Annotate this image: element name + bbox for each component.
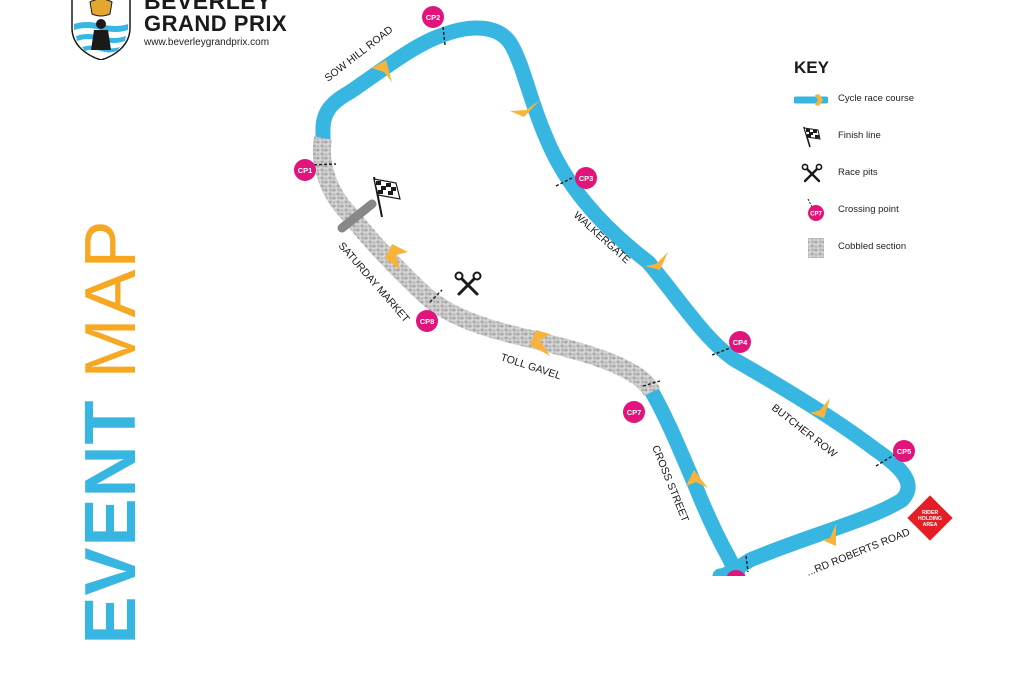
- key-label-crossing: Crossing point: [838, 204, 899, 215]
- checkpoint-cp8-label: CP8: [420, 317, 435, 326]
- checkpoint-partial: [726, 570, 746, 576]
- race-pits-icon: [454, 271, 482, 296]
- checkpoint-cp1[interactable]: CP1: [294, 159, 316, 181]
- rider-area-line1: RIDER: [922, 510, 938, 516]
- arrow-saturday-market: [385, 244, 408, 270]
- key-label-finish: Finish line: [838, 130, 881, 141]
- arrow-walkergate-top: [510, 100, 540, 117]
- checkered-flag-icon: [803, 126, 821, 148]
- finish-flag-icon: [373, 176, 401, 218]
- checkpoints: CP1 CP2 CP3 CP4 CP5 CP7 CP8: [294, 6, 915, 576]
- arrow-sow-hill: [372, 60, 392, 82]
- rider-area-line2: HOLDING: [918, 516, 942, 522]
- key-item-cobbles: Cobbled section: [794, 236, 994, 260]
- course-line-icon: [794, 94, 828, 106]
- checkpoint-cp2-label: CP2: [426, 13, 441, 22]
- finish-line-bar: [337, 199, 377, 233]
- checkpoint-cp3[interactable]: CP3: [575, 167, 597, 189]
- cobbled-section: [312, 136, 661, 397]
- checkpoint-cp3-label: CP3: [579, 174, 594, 183]
- crossing-ticks: [308, 26, 895, 573]
- checkpoint-cp2[interactable]: CP2: [422, 6, 444, 28]
- course-blue-cross-street: [644, 384, 746, 576]
- course-blue-north: [315, 20, 916, 576]
- crossing-point-icon: CP7: [807, 199, 824, 221]
- key-heading: KEY: [794, 58, 829, 77]
- arrow-cross-street: [686, 470, 708, 488]
- cobbles-icon: [808, 238, 824, 258]
- brand-url-link[interactable]: www.beverleygrandprix.com: [144, 37, 270, 48]
- key-crossing-sample: CP7: [810, 212, 822, 218]
- key-label-pits: Race pits: [838, 167, 878, 178]
- direction-arrows: [372, 60, 836, 546]
- course-map[interactable]: SOW HILL ROAD WALKERGATE SATURDAY MARKET…: [0, 0, 1024, 576]
- checkpoint-cp4-label: CP4: [733, 338, 748, 347]
- arrow-roberts-road: [822, 524, 836, 546]
- rider-holding-area[interactable]: RIDER HOLDING AREA: [907, 495, 953, 541]
- key-item-crossing: CP7 Crossing point: [794, 199, 994, 223]
- checkpoint-cp7[interactable]: CP7: [623, 401, 645, 423]
- checkpoint-cp8[interactable]: CP8: [416, 310, 438, 332]
- arrow-walkergate: [645, 252, 668, 270]
- checkpoint-cp4[interactable]: CP4: [729, 331, 751, 353]
- key-label-course: Cycle race course: [838, 93, 915, 104]
- key-item-pits: Race pits: [794, 162, 994, 186]
- checkpoint-cp5[interactable]: CP5: [893, 440, 915, 462]
- map-key: KEY Cycle race course Finish line Race p…: [794, 58, 994, 258]
- checkpoint-cp7-label: CP7: [627, 408, 642, 417]
- brand-block: BEVERLEY GRAND PRIX www.beverleygrandpri…: [70, 0, 330, 64]
- key-item-course: Cycle race course: [794, 88, 994, 112]
- rider-area-line3: AREA: [923, 522, 938, 528]
- crest-icon: [71, 0, 131, 60]
- street-toll-gavel: TOLL GAVEL: [499, 351, 563, 382]
- key-label-cobbles: Cobbled section: [838, 241, 907, 252]
- wrench-cross-icon: [801, 163, 823, 183]
- brand-name-line2: GRAND PRIX: [144, 11, 288, 36]
- checkpoint-cp1-label: CP1: [298, 166, 313, 175]
- brand-name-line1: BEVERLEY: [144, 0, 272, 14]
- arrow-toll-gavel: [530, 330, 550, 356]
- arrow-butcher-row: [810, 398, 830, 418]
- checkpoint-cp5-label: CP5: [897, 447, 912, 456]
- key-item-finish: Finish line: [794, 125, 994, 149]
